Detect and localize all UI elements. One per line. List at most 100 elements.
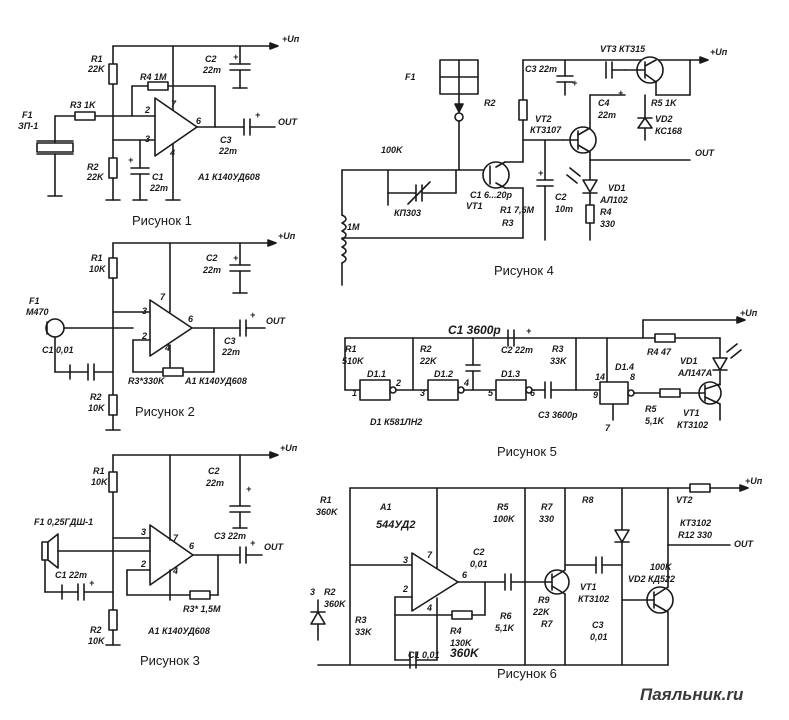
output-label: OUT (264, 542, 285, 552)
c1-label: C1 22m (55, 570, 87, 580)
opamp-label: A1 К140УД608 (197, 172, 260, 182)
r7-label-2: R7 (541, 619, 553, 629)
pin-7: 7 (171, 99, 177, 109)
source-type: ЗП-1 (18, 121, 38, 131)
gate-3-label: D1.3 (501, 369, 520, 379)
vt3-label: VT3 КТ315 (600, 44, 646, 54)
r1-value: 22K (87, 64, 106, 74)
pin-7: 7 (160, 292, 166, 302)
r3-label: R3* 1,5M (183, 604, 221, 614)
c4-value: 22m (597, 110, 616, 120)
vt2-label: 100K (650, 562, 673, 572)
vd1-label: VD1 (680, 356, 698, 366)
r3-value: R3 (502, 218, 514, 228)
vt2-label: VT2 (535, 114, 552, 124)
pin-3: 3 (145, 134, 150, 144)
r1-label: R1 (345, 344, 357, 354)
pin-3: 3 (141, 527, 146, 537)
vt1-type: 22K (532, 607, 551, 617)
figure-2-caption: Рисунок 2 (135, 404, 195, 419)
c3-plus: + (572, 78, 578, 88)
c2-value: 0,01 (470, 559, 488, 569)
opamp-ref: A1 (379, 502, 392, 512)
pin-4: 4 (426, 603, 432, 613)
output-label: OUT (278, 117, 299, 127)
vd1-type: АЛ147А (677, 368, 712, 378)
r2-label: R2 (324, 587, 336, 597)
figure-5: +Uп R1 510K R2 22K C1 3600p + C2 22m R3 … (342, 308, 758, 459)
output-label: OUT (695, 148, 716, 158)
supply-label: +Uп (280, 443, 298, 453)
c3-plus: + (250, 538, 256, 548)
pin-6: 6 (462, 570, 468, 580)
r4-label: R4 1M (140, 72, 167, 82)
c3-label: C3 3600p (538, 410, 578, 420)
output-label: OUT (266, 316, 287, 326)
c2-value: 22m (205, 478, 224, 488)
figure-4-caption: Рисунок 4 (494, 263, 554, 278)
r9-label: R7 (541, 502, 553, 512)
c2-value: 10m (555, 204, 573, 214)
pin-9: 9 (593, 390, 598, 400)
r2-value: 22K (419, 356, 438, 366)
extra-3: 3 (310, 587, 315, 597)
r5-value: 100K (493, 514, 516, 524)
pin-7: 7 (173, 533, 179, 543)
figure-4: F1 100K КП303 C1 6...20p VT1 R2 R2 R1 7, (341, 44, 728, 286)
c1-plus: + (89, 578, 95, 588)
r3-label: R1 7,5M (500, 205, 535, 215)
vd2-label: VD2 (655, 114, 673, 124)
pin-3: 3 (142, 306, 147, 316)
pin-5: 5 (488, 388, 494, 398)
figure-6: +Uп R1 360K R2 360K R3 33K 3 3 2 4 6 7 A… (310, 476, 763, 681)
vd2-type: КС168 (655, 126, 682, 136)
figure-3-caption: Рисунок 3 (140, 653, 200, 668)
r3-value: 33K (550, 356, 568, 366)
r2-label: R2 (87, 162, 99, 172)
source-label: F1 0,25ГДШ-1 (34, 517, 93, 527)
f1-label: F1 (405, 72, 416, 82)
figure-5-caption: Рисунок 5 (497, 444, 557, 459)
c3-label: C3 22m (525, 64, 557, 74)
c3-plus: + (250, 310, 256, 320)
pin-14: 14 (595, 372, 605, 382)
r4-value: 130K (450, 638, 473, 648)
r10-value: R12 330 (678, 530, 712, 540)
c2-plus: + (233, 52, 239, 62)
c2-label: C2 (205, 54, 217, 64)
opamp-type: 544УД2 (376, 519, 415, 531)
pin-6: 6 (189, 541, 195, 551)
r4-label: R4 47 (647, 347, 672, 357)
c3-value: КТ3102 (578, 594, 609, 604)
r5-label: R5 (645, 404, 657, 414)
gate-1-label: D1.1 (367, 369, 386, 379)
watermark: Паяльник.ru (640, 685, 744, 704)
r2-label: R2 (484, 98, 496, 108)
r1-value: 510K (342, 356, 365, 366)
c2-plus: + (538, 168, 544, 178)
c3-value: 22m (221, 347, 240, 357)
pin-8: 8 (630, 372, 635, 382)
pin-4: 4 (164, 343, 170, 353)
r1-value: 10K (89, 264, 107, 274)
r3-label: R3 (552, 344, 564, 354)
r9-value: 330 (539, 514, 554, 524)
c2-label: C2 22m (501, 345, 533, 355)
c3-label: C3 (224, 336, 236, 346)
r4-handwritten: 360K (450, 646, 480, 660)
r2-value: 22K (86, 172, 105, 182)
pin-2: 2 (395, 378, 401, 388)
r3-label: R3 1K (70, 100, 97, 110)
pin-2: 2 (144, 105, 150, 115)
r5-label: R5 1K (651, 98, 678, 108)
vt1-label: VT1 (683, 408, 700, 418)
pin-2: 2 (402, 584, 408, 594)
r4-value: 330 (600, 219, 615, 229)
pin-6: 6 (188, 314, 194, 324)
c2-plus: + (526, 326, 532, 336)
r5-label: R5 (497, 502, 509, 512)
r2-label: R2 (90, 392, 102, 402)
vt1-label: C1 6...20p (470, 190, 513, 200)
pin-4: 4 (463, 378, 469, 388)
vt1-label: R9 (538, 595, 550, 605)
